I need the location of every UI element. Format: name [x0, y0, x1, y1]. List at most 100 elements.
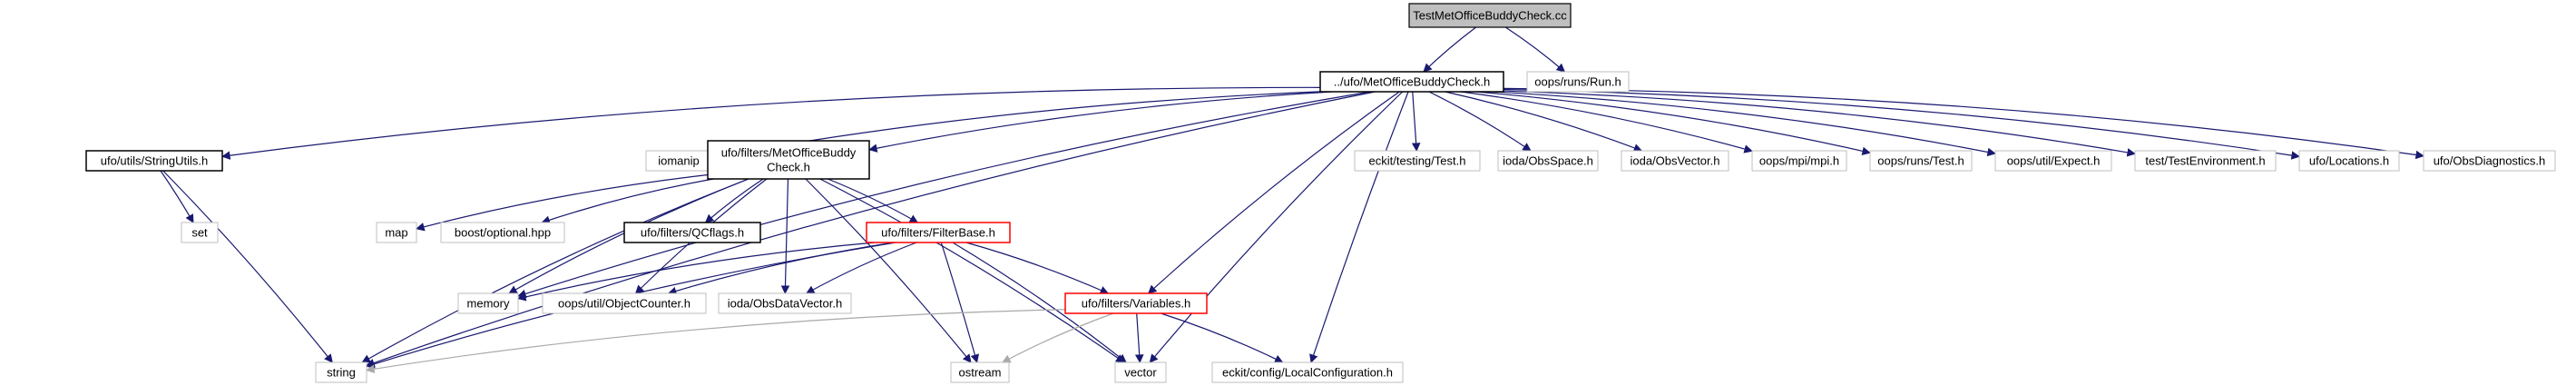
node-box-oopsrun [1526, 71, 1630, 93]
edge-variables-to-string [366, 309, 1066, 373]
node-map: map [376, 222, 417, 243]
node-box-variables [1064, 292, 1208, 314]
node-box-ostream [950, 361, 1010, 383]
node-root[interactable]: TestMetOfficeBuddyCheck.cc [1408, 3, 1572, 28]
edge-buddyh-to-locations [1503, 88, 2300, 160]
edge-strutils-to-set [160, 170, 194, 223]
node-label-filterbase: ufo/filters/FilterBase.h [881, 226, 995, 240]
edge-filterbase-to-memory [517, 242, 876, 302]
node-label-iomanip: iomanip [658, 154, 700, 168]
node-box-objcounter [542, 292, 707, 314]
node-memory: memory [457, 292, 519, 314]
edge-buddyh-to-filtersbuddy [868, 91, 1333, 153]
node-label-strutils: ufo/utils/StringUtils.h [101, 154, 209, 168]
node-oopsrun: oops/runs/Run.h [1526, 71, 1630, 93]
node-label-mpi: oops/mpi/mpi.h [1759, 154, 1839, 168]
node-obsdatavec: ioda/ObsDataVector.h [718, 292, 852, 314]
edge-buddyh-to-obsdiag [1503, 87, 2424, 160]
edge-filtersbuddy-to-filterbase [828, 178, 919, 223]
node-runstest: oops/runs/Test.h [1869, 150, 1973, 172]
node-label-variables: ufo/filters/Variables.h [1082, 297, 1190, 311]
node-label-obsspace: ioda/ObsSpace.h [1503, 154, 1593, 168]
node-string: string [315, 361, 367, 383]
node-expect: oops/util/Expect.h [1994, 150, 2112, 172]
edge-filtersbuddy-to-boostopt [541, 178, 714, 224]
node-box-filterbase [866, 222, 1011, 243]
node-label-ostream: ostream [959, 366, 1002, 380]
node-label-obsvector: ioda/ObsVector.h [1630, 154, 1719, 168]
edge-strutils-to-string [162, 170, 333, 363]
node-label-boostopt: boost/optional.hpp [455, 226, 551, 240]
node-box-eckittest [1354, 150, 1481, 172]
node-obsvector: ioda/ObsVector.h [1621, 150, 1729, 172]
node-label-runstest: oops/runs/Test.h [1877, 154, 1964, 168]
node-qcflags[interactable]: ufo/filters/QCflags.h [623, 222, 761, 243]
node-box-obsdatavec [718, 292, 852, 314]
node-boostopt: boost/optional.hpp [440, 222, 565, 243]
node-box-obsspace [1497, 150, 1599, 172]
node-localconf: eckit/config/LocalConfiguration.h [1211, 361, 1404, 383]
node-box-string [315, 361, 367, 383]
node-box-expect [1994, 150, 2112, 172]
node-ostream: ostream [950, 361, 1010, 383]
node-box-mpi [1751, 150, 1847, 172]
node-box-set [181, 222, 219, 243]
node-label-objcounter: oops/util/ObjectCounter.h [558, 297, 691, 311]
node-filtersbuddy[interactable]: ufo/filters/MetOfficeBuddyCheck.h [707, 140, 870, 180]
edge-variables-to-ostream [1002, 312, 1114, 363]
edge-buddyh-to-strutils [221, 86, 1321, 160]
node-label-filtersbuddy-line2: Check.h [767, 161, 810, 174]
edge-buddyh-to-vector [1149, 91, 1404, 363]
node-label-localconf: eckit/config/LocalConfiguration.h [1222, 366, 1393, 380]
node-label-obsdiag: ufo/ObsDiagnostics.h [2434, 154, 2546, 168]
node-filterbase[interactable]: ufo/filters/FilterBase.h [866, 222, 1011, 243]
edge-variables-to-localconf [1161, 312, 1284, 363]
edge-root-to-oopsrun [1504, 26, 1566, 73]
edge-buddyh-to-mpi [1460, 91, 1753, 153]
node-buddyh[interactable]: ../ufo/MetOfficeBuddyCheck.h [1319, 71, 1504, 93]
node-label-memory: memory [467, 297, 510, 311]
node-label-vector: vector [1124, 366, 1157, 380]
node-label-filtersbuddy-line1: ufo/filters/MetOfficeBuddy [721, 146, 857, 160]
node-obsspace: ioda/ObsSpace.h [1497, 150, 1599, 172]
edge-layer [160, 26, 2424, 373]
node-vector: vector [1114, 361, 1167, 383]
node-strutils[interactable]: ufo/utils/StringUtils.h [85, 150, 223, 172]
node-label-root: TestMetOfficeBuddyCheck.cc [1413, 9, 1567, 23]
edge-buddyh-to-eckittest [1411, 91, 1421, 152]
node-iomanip: iomanip [645, 150, 712, 172]
edge-filterbase-to-vector [952, 242, 1127, 363]
node-label-oopsrun: oops/runs/Run.h [1534, 75, 1621, 89]
node-label-testenv: test/TestEnvironment.h [2145, 154, 2265, 168]
node-label-qcflags: ufo/filters/QCflags.h [641, 226, 744, 240]
node-box-buddyh [1319, 71, 1504, 93]
node-layer: TestMetOfficeBuddyCheck.cc ../ufo/MetOffi… [85, 3, 2556, 383]
node-box-runstest [1869, 150, 1973, 172]
node-label-locations: ufo/Locations.h [2309, 154, 2389, 168]
node-box-root [1408, 3, 1572, 28]
node-label-obsdatavec: ioda/ObsDataVector.h [728, 297, 842, 311]
node-label-map: map [385, 226, 407, 240]
node-label-set: set [191, 226, 208, 240]
edge-buddyh-to-memory [517, 91, 1371, 299]
edge-filterbase-to-variables [965, 242, 1110, 294]
node-box-boostopt [440, 222, 565, 243]
node-box-localconf [1211, 361, 1404, 383]
edge-buddyh-to-obsspace [1428, 91, 1532, 152]
node-box-qcflags [623, 222, 761, 243]
node-label-eckittest: eckit/testing/Test.h [1369, 154, 1466, 168]
node-box-obsvector [1621, 150, 1729, 172]
node-box-obsdiag [2423, 150, 2556, 172]
node-box-filtersbuddy [707, 140, 870, 180]
edge-variables-to-vector [1134, 312, 1144, 363]
node-variables[interactable]: ufo/filters/Variables.h [1064, 292, 1208, 314]
node-box-memory [457, 292, 519, 314]
edge-buddyh-to-runstest [1475, 91, 1871, 156]
node-label-expect: oops/util/Expect.h [2007, 154, 2101, 168]
node-eckittest: eckit/testing/Test.h [1354, 150, 1481, 172]
edge-buddyh-to-testenv [1503, 90, 2136, 157]
node-box-testenv [2134, 150, 2277, 172]
node-box-map [376, 222, 417, 243]
node-locations: ufo/Locations.h [2298, 150, 2400, 172]
